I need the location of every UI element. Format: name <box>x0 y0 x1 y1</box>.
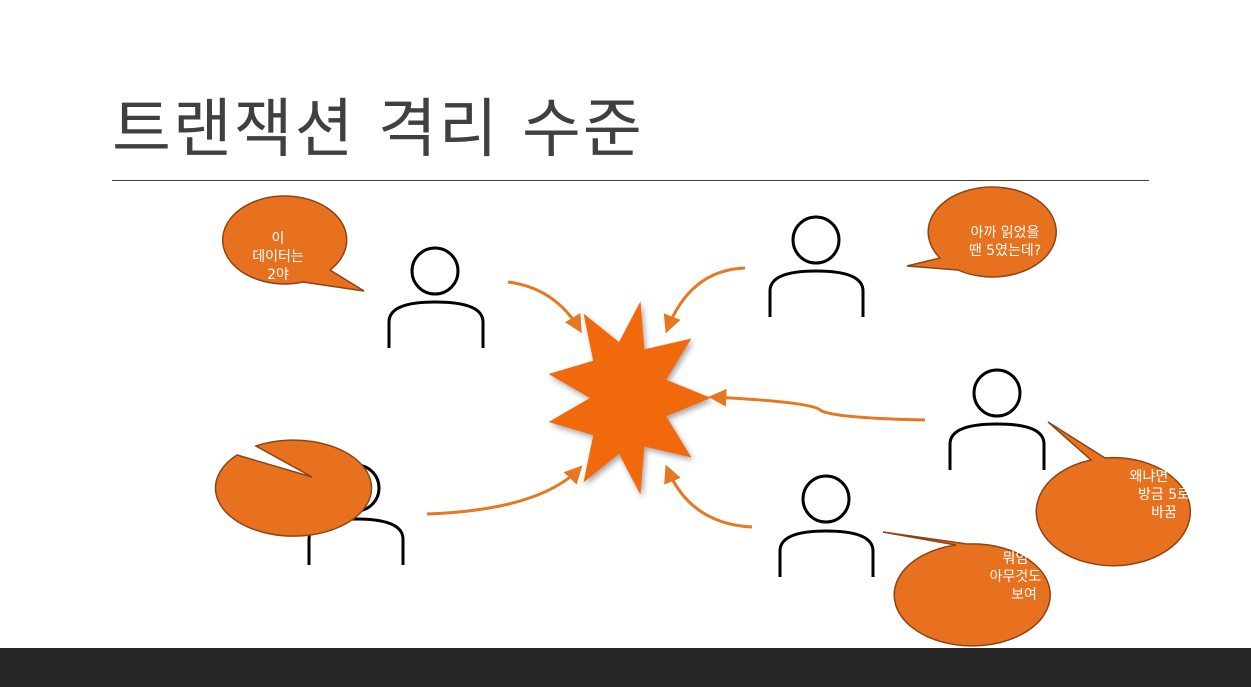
speech-bubble-2-text: 아까 읽었을 땐 5였는데? <box>968 225 1042 259</box>
arrow-icon <box>507 280 582 334</box>
person-icon <box>768 215 865 317</box>
speech-bubble-shape <box>214 439 373 537</box>
speech-bubble-shape <box>1035 421 1192 567</box>
person-icon <box>387 246 485 348</box>
person-icon <box>778 474 875 577</box>
speech-bubble-2: 아까 읽었을 땐 5였는데? <box>941 196 1069 288</box>
speech-bubble-3: 근데 내가 7로 바꿈 <box>106 373 262 471</box>
speech-bubble-4-text: 왜냐면 내가 방금 5로 바꿈 <box>1129 468 1199 521</box>
speech-bubble-1: 이 데이터는 2야 <box>216 212 340 302</box>
arrow-icon <box>663 266 746 334</box>
footer-bar <box>0 648 1251 687</box>
slide-title: 트랜잭션 격리 수준 <box>112 93 644 167</box>
speech-bubble-shape <box>906 186 1057 278</box>
title-divider <box>112 180 1149 181</box>
person-icon <box>948 368 1046 470</box>
arrow-icon <box>664 464 753 529</box>
speech-bubble-4: 왜냐면 내가 방금 5로 바꿈 <box>1087 441 1241 548</box>
speech-bubble-shape <box>221 195 365 292</box>
speech-bubble-5: 뭐임 난 아무것도 안 보여 <box>946 526 1102 628</box>
speech-bubble-3-text: 근데 내가 7로 바꿈 <box>156 405 212 439</box>
starburst-icon <box>548 301 711 495</box>
speech-bubble-5-text: 뭐임 난 아무것도 안 보여 <box>989 551 1059 603</box>
speech-bubble-shape <box>882 531 1051 647</box>
arrow-icon <box>426 465 583 516</box>
arrow-icon <box>708 388 926 422</box>
speech-bubble-1-text: 이 데이터는 2야 <box>252 231 304 283</box>
